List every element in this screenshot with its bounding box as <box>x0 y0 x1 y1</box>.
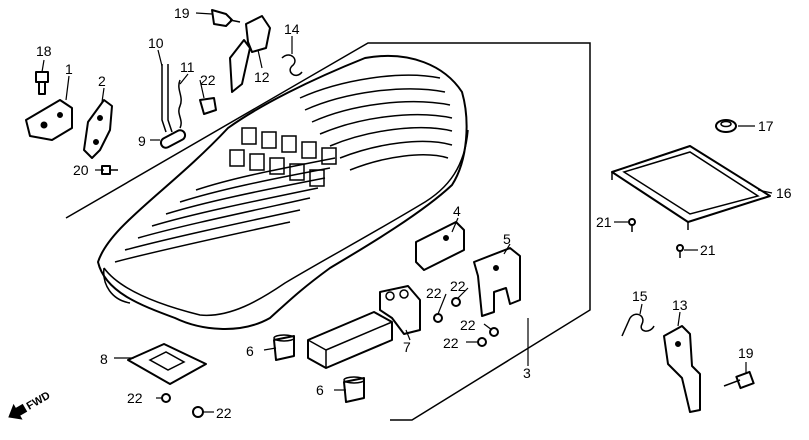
seat-lock-part-1 <box>25 99 73 141</box>
seat-front-ribs <box>114 157 336 263</box>
callout-15: 15 <box>632 288 648 304</box>
callout-14: 14 <box>284 21 300 37</box>
seat <box>97 54 469 330</box>
callout-17: 17 <box>758 118 774 134</box>
screw-part-21-right <box>676 244 684 258</box>
callout-5: 5 <box>503 231 511 247</box>
callout-3: 3 <box>523 365 531 381</box>
clip-part-22-upper <box>199 97 217 115</box>
screw-part-21-left <box>628 218 636 232</box>
callout-22-mid-a: 22 <box>426 285 442 301</box>
callout-20: 20 <box>73 162 89 178</box>
forward-direction-arrow: FWD <box>8 390 53 420</box>
seat-step-windows <box>229 127 337 187</box>
callout-19-upper: 19 <box>174 5 190 21</box>
tray-part-box <box>307 311 393 369</box>
callout-labels: 1 2 3 4 5 6 6 7 8 9 10 11 12 13 14 15 16… <box>36 5 792 421</box>
callout-9: 9 <box>138 133 146 149</box>
callout-22-lower-a: 22 <box>127 390 143 406</box>
callout-22-mid-d: 22 <box>443 335 459 351</box>
spring-part-14 <box>281 54 303 77</box>
damper-part-6-upper <box>273 334 295 361</box>
wire-part-10 <box>161 64 173 133</box>
assembly-boundary <box>65 42 591 421</box>
cushion-part-7 <box>379 285 421 335</box>
spring-part-15 <box>621 313 655 337</box>
spring-part-11 <box>178 79 182 129</box>
callout-8: 8 <box>100 351 108 367</box>
damper-part-6-lower <box>343 376 365 403</box>
callout-22-mid-b: 22 <box>450 278 466 294</box>
callout-21-left: 21 <box>596 214 612 230</box>
bolt-part-19-lower <box>723 370 755 390</box>
bolt-part-18 <box>35 71 49 95</box>
forward-label: FWD <box>25 390 53 413</box>
callout-10: 10 <box>148 35 164 51</box>
callout-22-lower-b: 22 <box>216 405 232 421</box>
hook-part-12 <box>229 15 271 93</box>
callout-22-upper: 22 <box>200 72 216 88</box>
callout-21-right: 21 <box>700 242 716 258</box>
screw-part-20 <box>101 165 118 175</box>
callout-22-mid-c: 22 <box>460 317 476 333</box>
leader-lines <box>41 12 773 413</box>
callout-13: 13 <box>672 297 688 313</box>
callout-18: 18 <box>36 43 52 59</box>
callout-6-upper: 6 <box>246 343 254 359</box>
callout-12: 12 <box>254 69 270 85</box>
callout-1: 1 <box>65 61 73 77</box>
bracket-part-4 <box>415 221 465 271</box>
callout-19-lower: 19 <box>738 345 754 361</box>
bracket-part-5 <box>473 247 521 317</box>
plate-part-8 <box>127 343 207 385</box>
seat-rear-ribs <box>299 74 453 171</box>
grommet-part-17 <box>715 119 737 133</box>
tool-tray-part-16 <box>611 145 771 230</box>
bolt-part-19-upper <box>211 9 241 27</box>
callout-7: 7 <box>403 339 411 355</box>
hook-part-13 <box>663 325 701 413</box>
callout-2: 2 <box>98 73 106 89</box>
bracket-part-2 <box>83 99 113 159</box>
callout-16: 16 <box>776 185 792 201</box>
callout-11: 11 <box>180 59 195 75</box>
cable-part-9 <box>159 129 187 149</box>
callout-4: 4 <box>453 203 461 219</box>
callout-6-lower: 6 <box>316 382 324 398</box>
